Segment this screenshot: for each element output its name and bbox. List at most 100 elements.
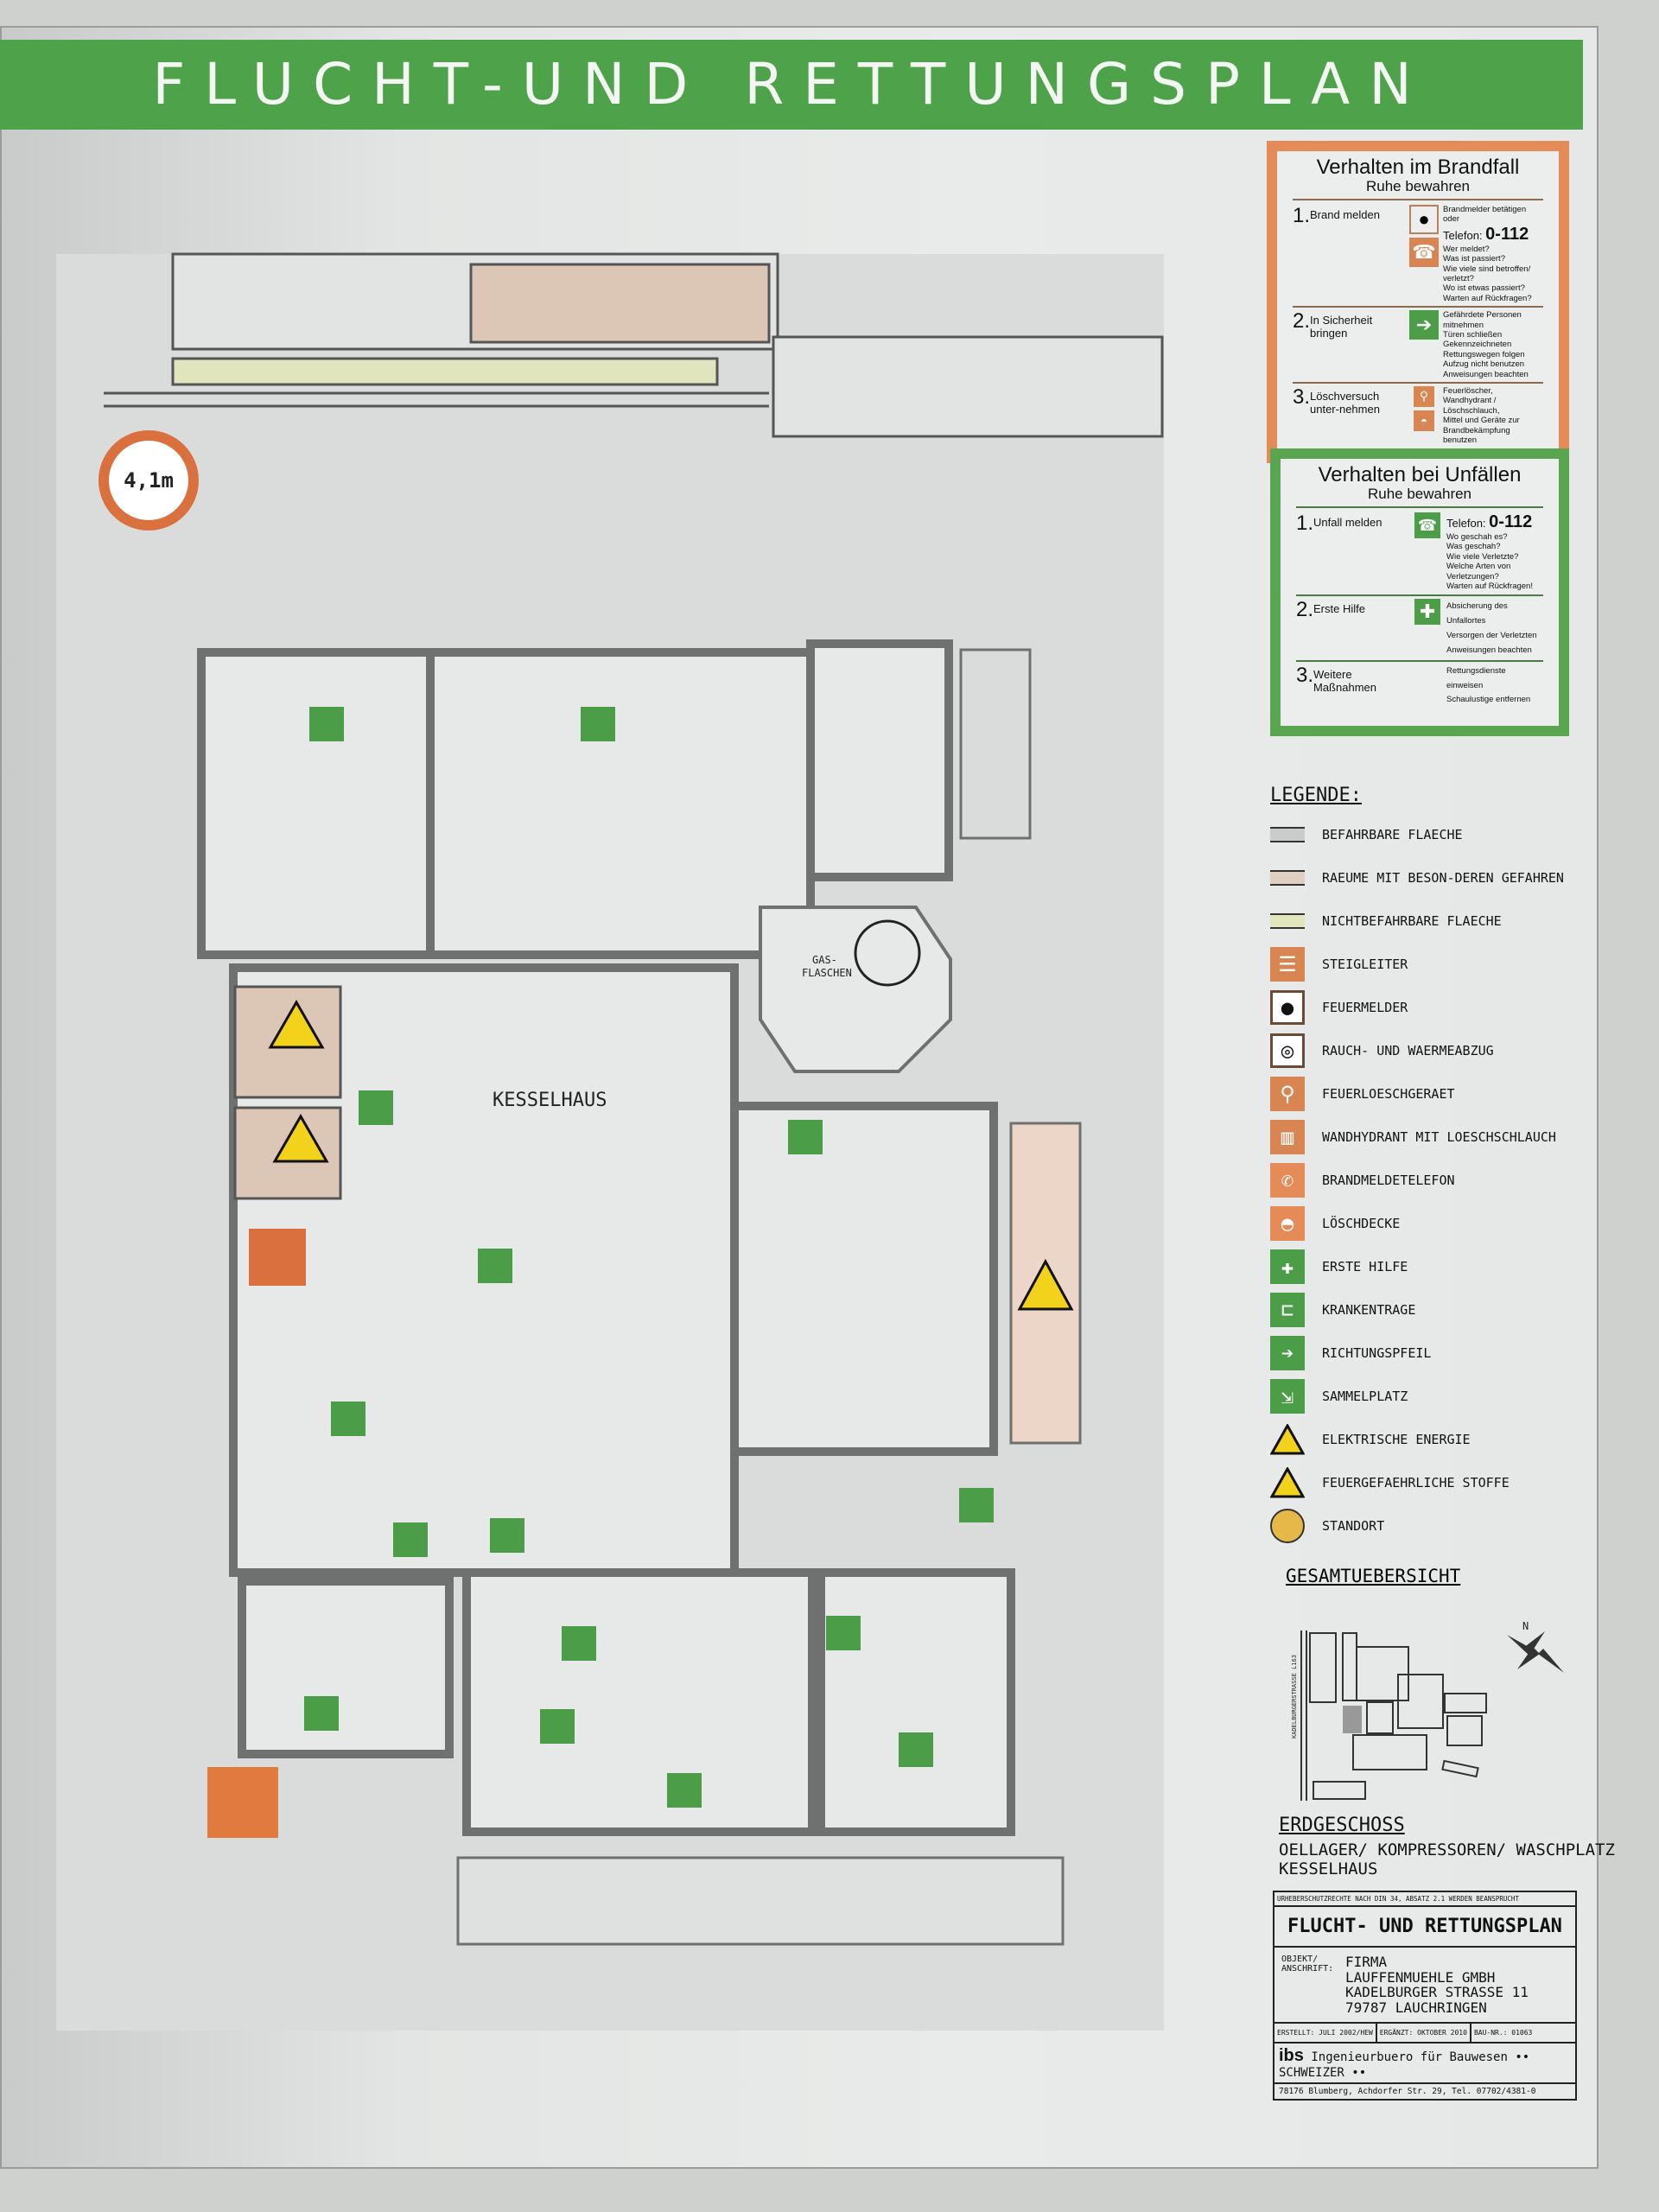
step-text: Wandhydrant / Löschschlauch, bbox=[1443, 396, 1500, 416]
overview-title: GESAMTUEBERSICHT bbox=[1286, 1566, 1461, 1586]
copyright-note: URHEBERSCHUTZRECHTE NACH DIN 34, ABSATZ … bbox=[1274, 1892, 1575, 1907]
upper-building bbox=[104, 252, 1164, 438]
object-line: 79787 LAUCHRINGEN bbox=[1345, 1999, 1487, 2016]
step-text: Was geschah? bbox=[1446, 542, 1501, 552]
boiler-house-label: KESSELHAUS bbox=[493, 1090, 607, 1111]
arrow-right-icon: ➔ bbox=[1409, 310, 1439, 340]
hydrant-icon: ▥ bbox=[1270, 1120, 1305, 1154]
arrow-left-icon bbox=[899, 1732, 933, 1767]
legend-item: RAEUME MIT BESON-DEREN GEFAHREN bbox=[1270, 856, 1581, 899]
accident-step-1: 1. Unfall melden ☎ Telefon: 0-112 Wo ges… bbox=[1296, 510, 1543, 597]
legend-label: WANDHYDRANT MIT LOESCHSCHLAUCH bbox=[1322, 1129, 1556, 1145]
assembly-point-icon: ⇲ bbox=[1270, 1379, 1305, 1414]
legend-label: NICHTBEFAHRBARE FLAECHE bbox=[1322, 913, 1502, 929]
fire-box-subtitle: Ruhe bewahren bbox=[1293, 179, 1543, 201]
legend-item: ●FEUERMELDER bbox=[1270, 986, 1581, 1029]
ibs-logo: ibs bbox=[1279, 2046, 1304, 2066]
electric-warning-icon bbox=[272, 1113, 329, 1163]
height-limit-label: 4,1m bbox=[124, 468, 174, 493]
legend-label: LÖSCHDECKE bbox=[1322, 1216, 1401, 1231]
step-text: Rettungsdienste einweisen bbox=[1446, 666, 1506, 690]
object-line: FIRMA bbox=[1345, 1954, 1388, 1970]
object-label: OBJEKT/ ANSCHRIFT: bbox=[1281, 1955, 1334, 1974]
step-text: Feuerlöscher, bbox=[1443, 385, 1493, 396]
legend-label: ELEKTRISCHE ENERGIE bbox=[1322, 1432, 1471, 1447]
building-number: BAU-NR.: 01063 bbox=[1473, 2029, 1533, 2037]
compass-rose-icon: N bbox=[1507, 1620, 1564, 1673]
step-text: benutzen bbox=[1443, 435, 1478, 445]
fire-alarm-icon: ● bbox=[1270, 990, 1305, 1025]
step-text: Was ist passiert? bbox=[1443, 254, 1505, 264]
step-label: Erste Hilfe bbox=[1313, 602, 1365, 616]
legend-label: ERSTE HILFE bbox=[1322, 1259, 1408, 1274]
legend-item: ✚ERSTE HILFE bbox=[1270, 1245, 1581, 1288]
legend-item: ☰STEIGLEITER bbox=[1270, 943, 1581, 986]
step-number: 2. bbox=[1293, 309, 1311, 334]
step-text: Anweisungen beachten bbox=[1446, 645, 1532, 656]
legend-label: KRANKENTRAGE bbox=[1322, 1302, 1416, 1318]
legend-item: ◎RAUCH- UND WAERMEABZUG bbox=[1270, 1029, 1581, 1072]
step-text: Wie viele Verletzte? bbox=[1446, 551, 1519, 562]
floor-info: ERDGESCHOSS OELLAGER/ KOMPRESSOREN/ WASC… bbox=[1279, 1815, 1615, 1879]
legend-item: STANDORT bbox=[1270, 1504, 1581, 1548]
arrow-up-icon bbox=[826, 1616, 861, 1650]
title-block-title: FLUCHT- UND RETTUNGSPLAN bbox=[1274, 1907, 1575, 1948]
gas-label: FLASCHEN bbox=[802, 967, 852, 979]
phone-label: Telefon: bbox=[1443, 228, 1483, 242]
fire-blanket-icon: ◓ bbox=[1414, 410, 1434, 431]
location-dot-icon bbox=[1270, 1509, 1305, 1543]
office-address: 78176 Blumberg, Achdorfer Str. 29, Tel. … bbox=[1279, 2087, 1536, 2097]
legend-item: ✆BRANDMELDETELEFON bbox=[1270, 1159, 1581, 1202]
electric-warning-icon bbox=[1017, 1258, 1074, 1311]
legend-item: BEFAHRBARE FLAECHE bbox=[1270, 813, 1581, 856]
created-date: ERSTELLT: JULI 2002/HEW bbox=[1274, 2024, 1377, 2043]
phone-label: Telefon: bbox=[1446, 517, 1486, 531]
step-text: Aufzug nicht benutzen bbox=[1443, 359, 1525, 370]
step-number: 1. bbox=[1296, 512, 1314, 536]
flammable-warning-icon bbox=[1270, 1465, 1305, 1500]
legend-label: SAMMELPLATZ bbox=[1322, 1389, 1408, 1404]
poster-title: FLUCHT-UND RETTUNGSPLAN bbox=[0, 40, 1583, 130]
legend-item: FEUERGEFAEHRLICHE STOFFE bbox=[1270, 1461, 1581, 1504]
arrow-down-icon bbox=[359, 1090, 393, 1125]
electric-warning-icon bbox=[268, 999, 325, 1049]
step-text: Wo geschah es? bbox=[1446, 532, 1508, 543]
arrow-up-icon bbox=[331, 1402, 365, 1436]
fire-step-2: 2. In Sicherheit bringen ➔ Gefährdete Pe… bbox=[1293, 308, 1543, 384]
extinguisher-icon bbox=[249, 1229, 306, 1286]
step-text: Türen schließen bbox=[1443, 329, 1503, 340]
step-text: Wie viele sind betroffen/ verletzt? bbox=[1443, 264, 1531, 284]
arrow-right-icon: ➔ bbox=[1270, 1336, 1305, 1370]
updated-date: ERGÄNZT: OKTOBER 2010 bbox=[1377, 2024, 1471, 2043]
floor-description: KESSELHAUS bbox=[1279, 1859, 1378, 1878]
floor-plan: 4,1m KESSEL bbox=[56, 252, 1164, 2031]
electric-warning-icon bbox=[1270, 1422, 1305, 1457]
step-label: Unfall melden bbox=[1313, 516, 1382, 530]
main-building bbox=[197, 639, 1082, 1946]
fire-box-title: Verhalten im Brandfall bbox=[1316, 156, 1520, 179]
line-gray-swatch-icon bbox=[1270, 827, 1305, 842]
legend-item: NICHTBEFAHRBARE FLAECHE bbox=[1270, 899, 1581, 943]
step-text: Gekennzeichneten bbox=[1443, 340, 1512, 350]
legend-title: LEGENDE: bbox=[1270, 785, 1362, 806]
arrow-left-icon bbox=[540, 1709, 575, 1744]
legend-item: ◓LÖSCHDECKE bbox=[1270, 1202, 1581, 1245]
arrow-down-icon bbox=[562, 1626, 596, 1661]
extinguisher-icon: ⚲ bbox=[1414, 385, 1434, 407]
step-text: Absicherung des Unfallortes bbox=[1446, 601, 1508, 626]
legend-label: STANDORT bbox=[1322, 1518, 1385, 1534]
step-number: 1. bbox=[1293, 204, 1311, 228]
accident-step-3: 3. Weitere Maßnahmen Rettungsdienste ein… bbox=[1296, 662, 1543, 709]
fire-step-3: 3. Löschversuch unter-nehmen ⚲◓ Feuerlös… bbox=[1293, 384, 1543, 448]
height-limit-sign: 4,1m bbox=[99, 430, 199, 531]
hazard-rooms bbox=[233, 985, 1074, 1311]
legend-label: FEUERLOESCHGERAET bbox=[1322, 1086, 1455, 1102]
step-label: Löschversuch unter-nehmen bbox=[1310, 389, 1380, 416]
step-text: Wer meldet? bbox=[1443, 244, 1490, 254]
step-text: Wo ist etwas passiert? bbox=[1443, 283, 1525, 294]
legend-item: ➔RICHTUNGSPFEIL bbox=[1270, 1332, 1581, 1375]
phone-number: 0-112 bbox=[1485, 224, 1529, 244]
arrow-up-icon bbox=[581, 707, 615, 741]
arrow-left-icon bbox=[478, 1249, 512, 1283]
object-line: KADELBURGER STRASSE 11 bbox=[1345, 1984, 1529, 2001]
